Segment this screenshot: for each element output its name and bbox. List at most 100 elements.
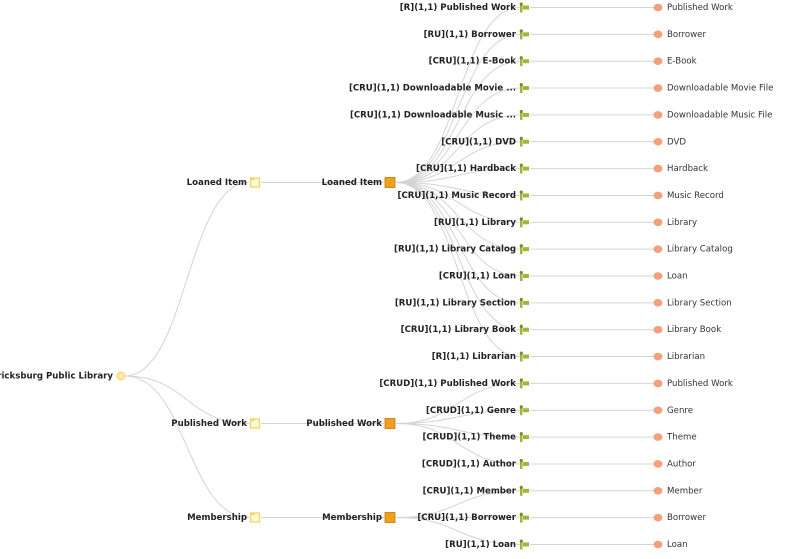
leaf-label[interactable]: Genre	[667, 406, 693, 416]
leaf-label[interactable]: Music Record	[667, 191, 724, 201]
branch-label[interactable]: Published Work	[171, 419, 247, 429]
leaf-label[interactable]: Library Section	[667, 298, 732, 308]
attribute-label[interactable]: [CRU](1,1) E-Book	[429, 57, 517, 67]
attribute-icon[interactable]	[519, 458, 529, 469]
attribute-icon[interactable]	[519, 163, 529, 174]
leaf-label[interactable]: Downloadable Movie File	[667, 84, 773, 94]
entity-box-icon[interactable]	[384, 418, 396, 429]
attribute-label[interactable]: [CRU](1,1) Music Record	[398, 191, 516, 201]
attribute-icon[interactable]	[519, 297, 529, 308]
leaf-node-icon[interactable]	[653, 137, 663, 146]
attribute-icon[interactable]	[519, 29, 529, 40]
entity-label[interactable]: Published Work	[306, 419, 382, 429]
leaf-label[interactable]: Library	[667, 218, 697, 228]
leaf-label[interactable]: Loan	[667, 272, 688, 282]
leaf-node-icon[interactable]	[653, 460, 663, 468]
attribute-icon[interactable]	[519, 512, 529, 523]
leaf-node-icon[interactable]	[653, 299, 663, 307]
attribute-label[interactable]: [CRUD](1,1) Theme	[422, 433, 516, 443]
leaf-label[interactable]: Library Catalog	[667, 245, 733, 255]
tree-edge	[395, 168, 521, 183]
attribute-icon[interactable]	[519, 378, 529, 389]
leaf-node-icon[interactable]	[653, 164, 663, 173]
leaf-label[interactable]: Library Book	[667, 325, 721, 335]
folder-icon[interactable]	[249, 512, 261, 523]
leaf-label[interactable]: Author	[667, 459, 696, 469]
attribute-icon[interactable]	[519, 539, 529, 550]
leaf-node-icon[interactable]	[653, 325, 663, 334]
attribute-label[interactable]: [CRUD](1,1) Published Work	[379, 379, 516, 389]
leaf-node-icon[interactable]	[653, 433, 663, 441]
attribute-label[interactable]: [RU](1,1) Library Section	[395, 298, 516, 308]
leaf-label[interactable]: Downloadable Music File	[667, 110, 772, 120]
attribute-icon[interactable]	[519, 83, 529, 94]
leaf-node-icon[interactable]	[653, 540, 663, 549]
leaf-label[interactable]: E-Book	[667, 57, 697, 67]
attribute-label[interactable]: [CRU](1,1) Downloadable Music ...	[350, 110, 516, 120]
leaf-label[interactable]: Theme	[666, 433, 697, 443]
leaf-node-icon[interactable]	[653, 379, 663, 388]
attribute-icon[interactable]	[519, 217, 529, 228]
leaf-node-icon[interactable]	[653, 245, 663, 253]
attribute-label[interactable]: [CRU](1,1) Hardback	[416, 164, 516, 174]
attribute-label[interactable]: [R](1,1) Librarian	[432, 352, 516, 362]
leaf-label[interactable]: Librarian	[667, 352, 705, 362]
leaf-node-icon[interactable]	[653, 111, 663, 119]
branch-label[interactable]: Loaned Item	[187, 178, 247, 188]
attribute-icon[interactable]	[519, 244, 529, 255]
leaf-node-icon[interactable]	[653, 84, 663, 92]
leaf-label[interactable]: DVD	[667, 137, 686, 147]
folder-icon[interactable]	[249, 177, 261, 188]
leaf-node-icon[interactable]	[653, 3, 663, 12]
attribute-label[interactable]: [CRUD](1,1) Author	[422, 459, 517, 469]
attribute-label[interactable]: [CRUD](1,1) Genre	[426, 406, 516, 416]
branch-label[interactable]: Membership	[187, 513, 247, 523]
leaf-node-icon[interactable]	[653, 513, 663, 522]
attribute-label[interactable]: [CRU](1,1) Borrower	[417, 513, 516, 523]
attribute-icon-dot	[519, 298, 523, 302]
attribute-icon[interactable]	[519, 109, 529, 120]
attribute-label[interactable]: [CRU](1,1) Downloadable Movie ...	[349, 84, 516, 94]
leaf-label[interactable]: Hardback	[667, 164, 708, 174]
attribute-label[interactable]: [CRU](1,1) Member	[423, 486, 517, 496]
leaf-node-icon[interactable]	[653, 191, 663, 200]
attribute-label[interactable]: [RU](1,1) Library Catalog	[394, 245, 516, 255]
attribute-icon[interactable]	[519, 405, 529, 416]
leaf-node-icon[interactable]	[653, 406, 663, 415]
entity-label[interactable]: Membership	[322, 513, 382, 523]
attribute-label[interactable]: [CRU](1,1) Library Book	[401, 325, 517, 335]
leaf-label[interactable]: Published Work	[667, 3, 733, 13]
attribute-label[interactable]: [RU](1,1) Loan	[445, 540, 516, 550]
leaf-label[interactable]: Member	[667, 486, 703, 496]
attribute-icon[interactable]	[519, 190, 529, 201]
root-label[interactable]: Bricksburg Public Library	[0, 372, 113, 382]
root-node-icon[interactable]	[116, 371, 126, 381]
leaf-node-icon[interactable]	[653, 272, 663, 280]
attribute-icon[interactable]	[519, 56, 529, 67]
attribute-label[interactable]: [RU](1,1) Library	[434, 218, 516, 228]
attribute-icon[interactable]	[519, 432, 529, 443]
folder-icon[interactable]	[249, 418, 261, 429]
leaf-node-icon[interactable]	[653, 487, 663, 495]
entity-box-icon[interactable]	[384, 177, 396, 188]
attribute-label[interactable]: [CRU](1,1) Loan	[439, 272, 516, 282]
entity-box-icon[interactable]	[384, 512, 396, 523]
attribute-icon[interactable]	[519, 351, 529, 362]
leaf-node-icon[interactable]	[653, 30, 663, 39]
attribute-label[interactable]: [RU](1,1) Borrower	[424, 30, 517, 40]
attribute-icon[interactable]	[519, 485, 529, 496]
attribute-icon[interactable]	[519, 324, 529, 335]
entity-label[interactable]: Loaned Item	[322, 178, 382, 188]
attribute-icon[interactable]	[519, 136, 529, 147]
attribute-icon[interactable]	[519, 2, 529, 13]
leaf-node-icon[interactable]	[653, 57, 663, 65]
attribute-label[interactable]: [R](1,1) Published Work	[400, 3, 517, 13]
leaf-label[interactable]: Published Work	[667, 379, 733, 389]
attribute-label[interactable]: [CRU](1,1) DVD	[441, 137, 516, 147]
leaf-label[interactable]: Borrower	[667, 513, 706, 523]
attribute-icon[interactable]	[519, 271, 529, 281]
leaf-node-icon[interactable]	[653, 218, 663, 227]
leaf-label[interactable]: Borrower	[667, 30, 706, 40]
leaf-node-icon[interactable]	[653, 352, 663, 361]
leaf-label[interactable]: Loan	[667, 540, 688, 550]
